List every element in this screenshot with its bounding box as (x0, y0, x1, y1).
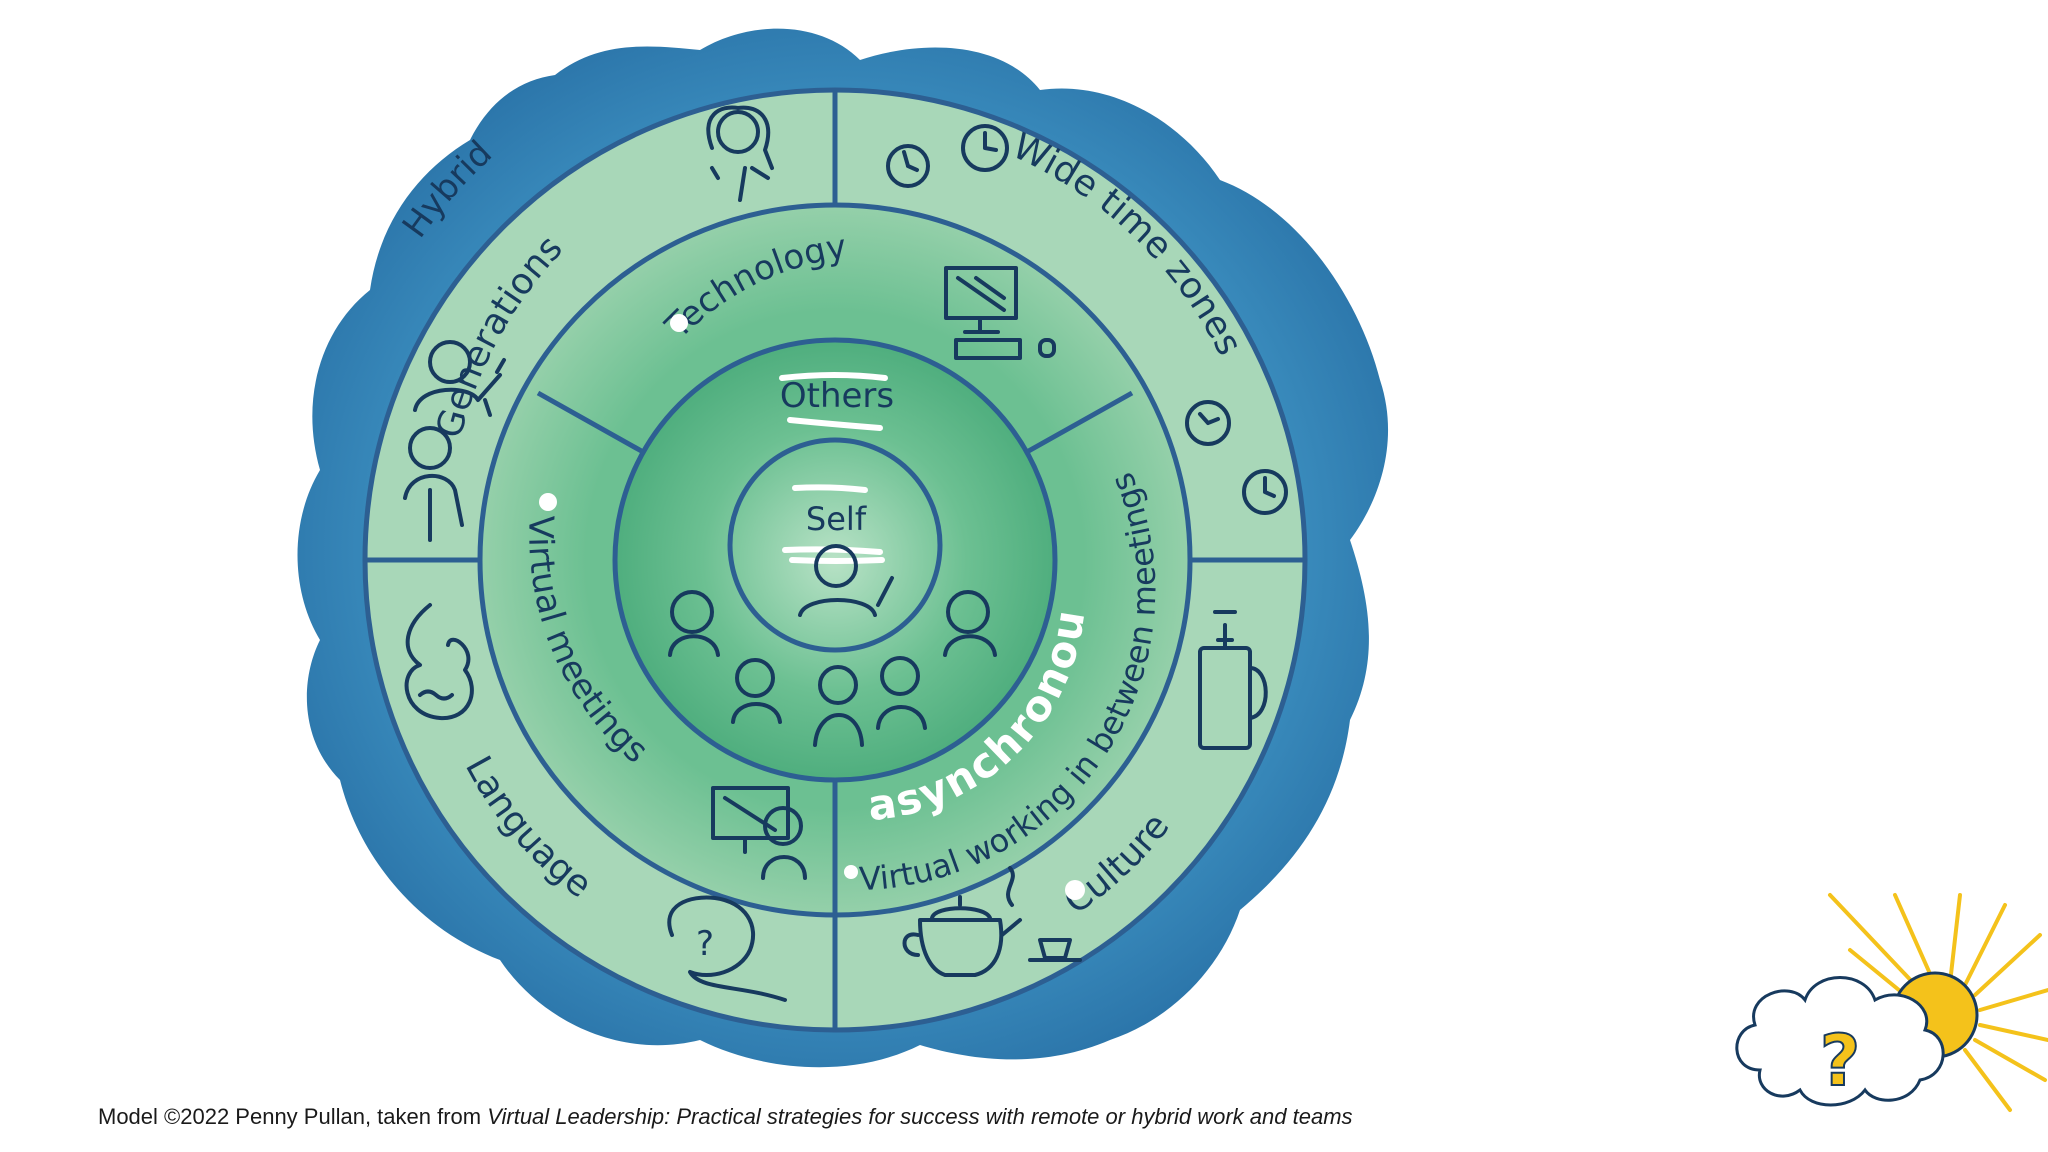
caption: Model ©2022 Penny Pullan, taken from Vir… (98, 1104, 1353, 1130)
mug-icon (1198, 610, 1268, 750)
label-others: Others (780, 376, 894, 416)
chalk-underlines (779, 372, 888, 564)
clock-icon (886, 124, 1288, 515)
middle-dividers (536, 390, 1134, 915)
svg-text:?: ? (1820, 1020, 1861, 1102)
teapot-icon (902, 866, 1082, 977)
chalk-bullets (539, 314, 1085, 900)
center-circle (727, 437, 943, 653)
computer-icon (944, 266, 1056, 360)
caption-book-title: Virtual Leadership: Practical strategies… (487, 1104, 1353, 1129)
person-icon (403, 105, 774, 542)
svg-text:?: ? (696, 924, 714, 964)
label-self: Self (806, 500, 867, 538)
caption-prefix: Model ©2022 Penny Pullan, taken from (98, 1104, 488, 1129)
group-icon (668, 544, 997, 747)
cloud-question-icon: ? (1735, 976, 1945, 1107)
computer-person-icon (711, 786, 807, 880)
bag-icon (404, 603, 474, 721)
question-bubble-icon: ? (667, 895, 787, 1002)
outer-dividers (365, 90, 1305, 1030)
